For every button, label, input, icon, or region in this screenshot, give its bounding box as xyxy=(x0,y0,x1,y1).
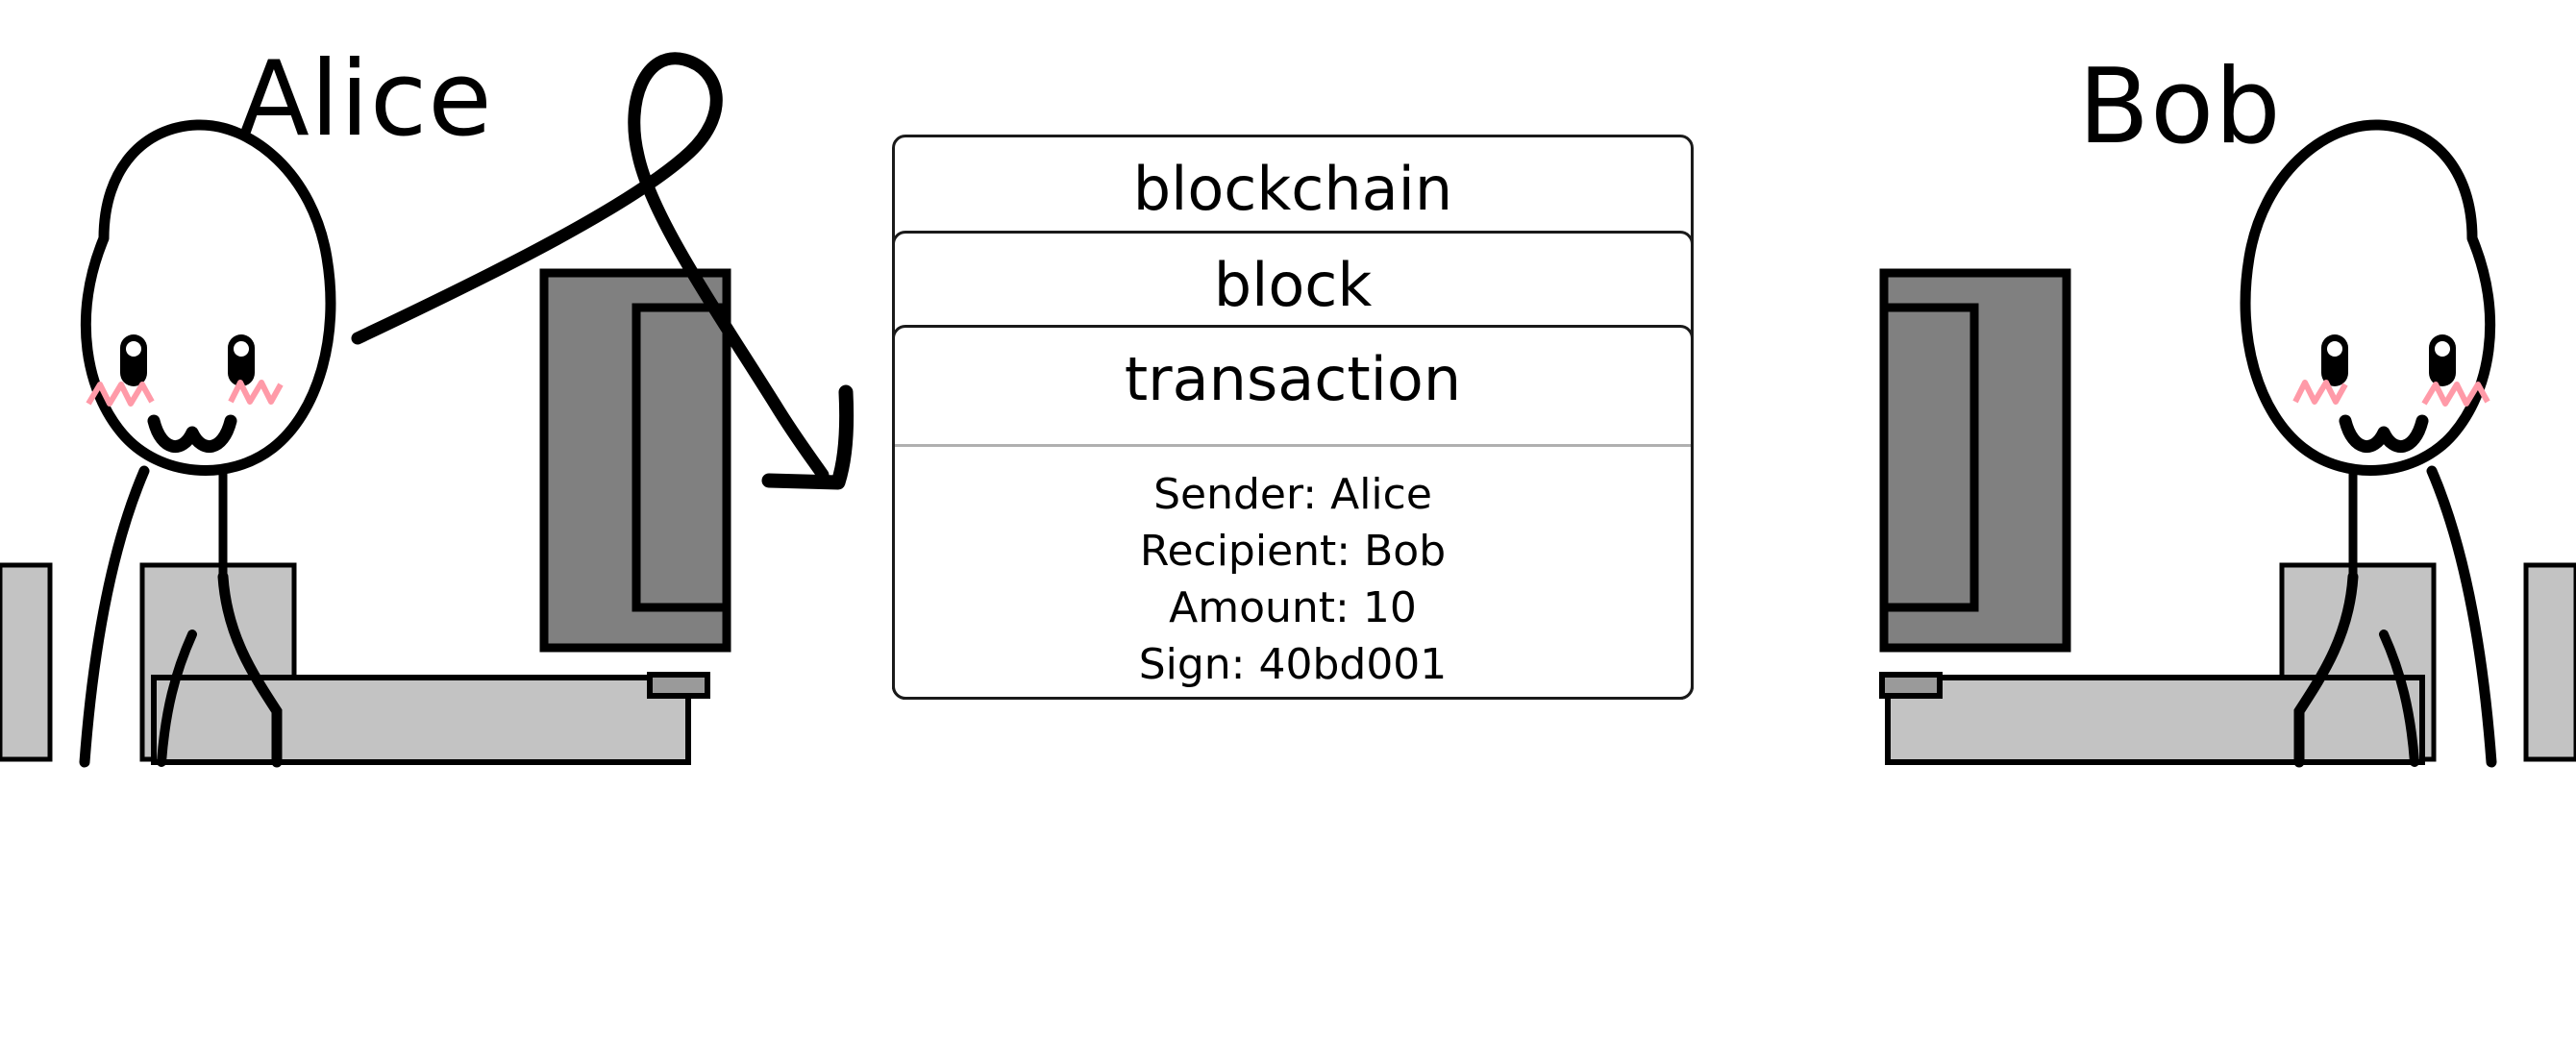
bob-body xyxy=(2293,571,2359,768)
alice-blush-right xyxy=(228,380,284,405)
alice-desk xyxy=(151,675,691,765)
alice-head xyxy=(80,119,336,476)
bob-eye-left-highlight xyxy=(2327,341,2342,357)
transaction-field-amount: Amount: 10 xyxy=(1169,582,1417,632)
bob-chair-right xyxy=(2523,562,2576,762)
blockchain-title: blockchain xyxy=(1132,154,1453,224)
alice-blush-left xyxy=(86,382,155,407)
transaction-card: blockchain block transaction Sender: Ali… xyxy=(892,135,1694,700)
transaction-field-recipient: Recipient: Bob xyxy=(1139,526,1447,576)
transaction-divider xyxy=(895,444,1691,447)
bob-desk xyxy=(1885,675,2425,765)
alice-eye-right-highlight xyxy=(234,341,249,357)
bob-arm-inner xyxy=(2379,630,2419,767)
alice-figure xyxy=(0,119,731,768)
bob-blush-right xyxy=(2421,382,2490,407)
looping-arrow-head xyxy=(761,384,855,490)
alice-chair-left xyxy=(0,562,53,762)
bob-head xyxy=(2240,119,2496,476)
alice-mouth xyxy=(147,414,237,454)
alice-keyboard xyxy=(647,672,710,699)
alice-name-label: Alice xyxy=(238,39,493,160)
transaction-title: transaction xyxy=(1124,344,1462,414)
alice-monitor-screen xyxy=(632,303,731,612)
block-title: block xyxy=(1213,250,1373,320)
bob-mouth xyxy=(2339,414,2429,454)
transaction-details: Sender: Alice Recipient: Bob Amount: 10 … xyxy=(892,467,1694,694)
bob-keyboard xyxy=(1879,672,1943,699)
alice-arm-outer xyxy=(79,465,150,768)
looping-arrow-stroke xyxy=(351,52,830,482)
alice-arm-inner xyxy=(157,630,197,767)
alice-furniture xyxy=(0,268,731,765)
bob-monitor-screen xyxy=(1879,303,1979,612)
transaction-box xyxy=(892,325,1694,700)
bob-blush-left xyxy=(2292,380,2348,405)
transaction-field-sign: Sign: 40bd001 xyxy=(1138,639,1448,689)
looping-arrow xyxy=(351,52,855,490)
alice-body xyxy=(217,571,283,768)
bob-arm-outer xyxy=(2426,465,2497,768)
bob-figure xyxy=(1879,119,2576,768)
bob-furniture xyxy=(1879,268,2576,765)
bob-eye-right-highlight xyxy=(2435,341,2450,357)
alice-eye-left-highlight xyxy=(126,341,141,357)
bob-name-label: Bob xyxy=(2078,47,2282,167)
transaction-field-sender: Sender: Alice xyxy=(1153,470,1432,519)
